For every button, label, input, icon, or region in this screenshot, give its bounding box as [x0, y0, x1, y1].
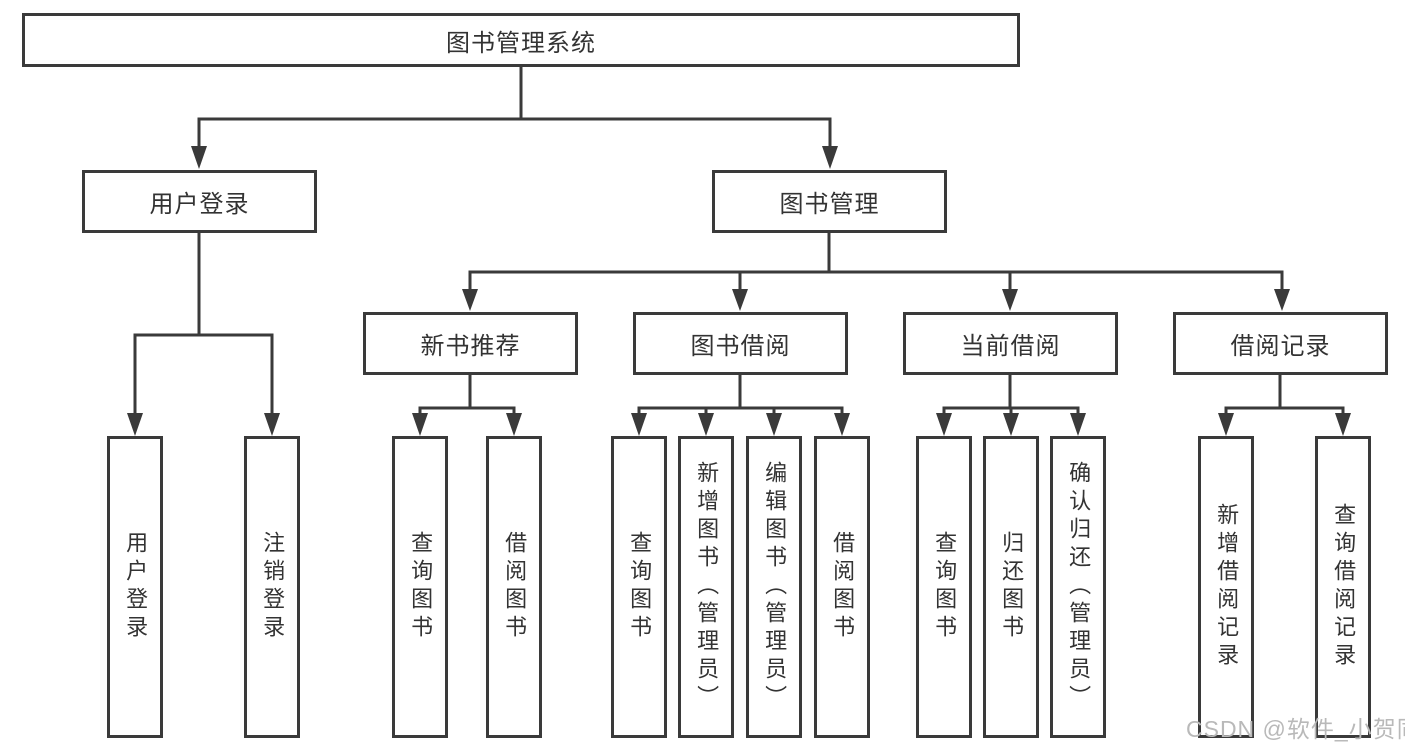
leaf-label: 注销登录 — [260, 531, 286, 643]
leaf-query-books-recommend: 查询图书 — [392, 436, 448, 738]
node-borrowing-records: 借阅记录 — [1173, 312, 1388, 375]
node-label: 图书管理系统 — [446, 29, 596, 57]
leaf-label: 编辑图书（管理员） — [762, 461, 788, 713]
leaf-label: 查询图书 — [408, 531, 434, 643]
leaf-label: 新增借阅记录 — [1214, 503, 1240, 671]
connector-path — [133, 66, 1345, 416]
leaf-edit-book-admin: 编辑图书（管理员） — [746, 436, 802, 738]
leaf-logout: 注销登录 — [244, 436, 300, 738]
node-library-management-system: 图书管理系统 — [22, 13, 1020, 67]
leaf-borrow-books-recommend: 借阅图书 — [486, 436, 542, 738]
node-label: 当前借阅 — [960, 333, 1061, 360]
node-book-borrowing: 图书借阅 — [633, 312, 848, 375]
node-label: 图书管理 — [779, 191, 880, 218]
leaf-query-borrow-record: 查询借阅记录 — [1315, 436, 1371, 738]
leaf-label: 用户登录 — [123, 531, 149, 643]
leaf-label: 查询借阅记录 — [1331, 503, 1357, 671]
leaf-return-books: 归还图书 — [983, 436, 1039, 738]
node-new-book-recommend: 新书推荐 — [363, 312, 578, 375]
leaf-label: 新增图书（管理员） — [694, 461, 720, 713]
leaf-add-borrow-record: 新增借阅记录 — [1198, 436, 1254, 738]
node-label: 新书推荐 — [420, 333, 521, 360]
node-label: 用户登录 — [149, 191, 250, 218]
node-label: 借阅记录 — [1230, 333, 1331, 360]
leaf-label: 借阅图书 — [502, 531, 528, 643]
leaf-query-books-borrowing: 查询图书 — [611, 436, 667, 738]
csdn-watermark: CSDN @软件_小贺同学 — [1186, 716, 1405, 742]
leaf-confirm-return-admin: 确认归还（管理员） — [1050, 436, 1106, 738]
leaf-label: 借阅图书 — [830, 531, 856, 643]
leaf-label: 确认归还（管理员） — [1066, 461, 1092, 713]
arrowheads — [127, 146, 1351, 436]
leaf-add-book-admin: 新增图书（管理员） — [678, 436, 734, 738]
leaf-user-login: 用户登录 — [107, 436, 163, 738]
leaf-label: 查询图书 — [627, 531, 653, 643]
node-label: 图书借阅 — [690, 333, 791, 360]
node-current-borrowing: 当前借阅 — [903, 312, 1118, 375]
node-book-management: 图书管理 — [712, 170, 947, 233]
leaf-borrow-books-borrowing: 借阅图书 — [814, 436, 870, 738]
node-user-login: 用户登录 — [82, 170, 317, 233]
leaf-query-books-current: 查询图书 — [916, 436, 972, 738]
leaf-label: 查询图书 — [932, 531, 958, 643]
leaf-label: 归还图书 — [999, 531, 1025, 643]
